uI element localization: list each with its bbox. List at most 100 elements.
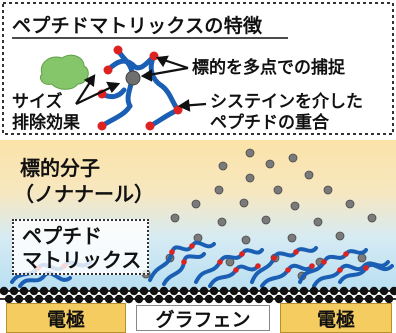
graphene-atom [269,286,279,296]
matrix-label-box: ペプチド マトリックス [12,219,149,275]
graphene-atom [154,294,164,304]
graphene-atom [174,294,184,304]
graphene-atom [39,286,49,296]
graphene-atom [259,286,269,296]
features-frame [2,2,394,135]
graphene-atom [94,294,104,304]
interferent-blob-icon [39,54,89,90]
graphene-atom [219,286,229,296]
graphene-atom [244,294,254,304]
graphene-atom [99,286,109,296]
electrode-left: 電極 [6,303,126,333]
graphene-atom [74,294,84,304]
captured-molecule-icon [125,70,141,86]
matrix-label-line2: マトリックス [22,248,142,272]
graphene-atom [329,286,339,296]
graphene-atom [179,286,189,296]
graphene-atom [184,294,194,304]
graphene-atom [49,286,59,296]
graphene-atoms [0,286,396,304]
graphene-atom [239,286,249,296]
graphene-atom [324,294,334,304]
graphene-atom [299,286,309,296]
graphene-atom [9,286,19,296]
graphene-atom [159,286,169,296]
graphene-atom [359,286,369,296]
features-title: ペプチドマトリックスの特徴 [12,15,263,37]
graphene-atom [24,294,34,304]
graphene-atom [234,294,244,304]
graphene-atom [314,294,324,304]
graphene-atom [209,286,219,296]
callout-arrows [75,55,207,112]
size-exclusion-label-line2: 排除効果 [12,113,80,133]
analyte-label-line1: 標的分子 [20,156,100,180]
graphene-atom [194,294,204,304]
graphene-atom [69,286,79,296]
graphene-atom [169,286,179,296]
graphene-atom [354,294,364,304]
graphene-atom [339,286,349,296]
size-exclusion-label-line1: サイズ [12,92,63,112]
graphene-atom [19,286,29,296]
graphene-atom [319,286,329,296]
graphene-atom [249,286,259,296]
graphene-atom [254,294,264,304]
graphene-atom [109,286,119,296]
graphene-atom [294,294,304,304]
graphene-atom [114,294,124,304]
graphene-atom [89,286,99,296]
graphene-atom [389,286,396,296]
graphene-atom [84,294,94,304]
graphene-atom [199,286,209,296]
graphene-atom [59,286,69,296]
graphene-atom [384,294,394,304]
graphene-atom [44,294,54,304]
graphene-atom [64,294,74,304]
graphene-atom [4,294,14,304]
graphene-atom [304,294,314,304]
graphene-atom [14,294,24,304]
graphene-atom [264,294,274,304]
graphene-atom [289,286,299,296]
graphene-atom [204,294,214,304]
graphene-atom [189,286,199,296]
graphene-atom [164,294,174,304]
graphene-atom [349,286,359,296]
graphene-atom [309,286,319,296]
graphene-atom [279,286,289,296]
polymer-label-line2: ペプチドの重合 [210,113,329,133]
graphene-atom [104,294,114,304]
graphene-atom [364,294,374,304]
analyte-molecules [141,148,377,281]
graphene-atom [214,294,224,304]
analyte-label-line2: （ノナナール） [14,182,154,206]
graphene-label: グラフェン [136,305,270,331]
graphene-atom [54,294,64,304]
graphene-atom [379,286,389,296]
capture-label: 標的を多点での捕捉 [192,58,345,78]
graphene-atom [129,286,139,296]
graphene-atom [284,294,294,304]
graphene-atom [119,286,129,296]
graphene-atom [139,286,149,296]
graphene-atom [344,294,354,304]
graphene-atom [374,294,384,304]
crosslink-nodes [97,45,183,131]
graphene-atom [274,294,284,304]
graphene-atom [134,294,144,304]
graphene-atom [369,286,379,296]
polymer-label-line1: システインを介した [210,92,363,112]
graphene-atom [79,286,89,296]
graphene-atom [124,294,134,304]
graphene-atom [29,286,39,296]
graphene-atom [334,294,344,304]
graphene-atom [224,294,234,304]
matrix-label-line1: ペプチド [22,224,102,248]
graphene-atom [229,286,239,296]
graphene-atom [144,294,154,304]
graphene-atom [0,286,9,296]
graphene-atom [149,286,159,296]
electrode-right: 電極 [280,303,392,333]
